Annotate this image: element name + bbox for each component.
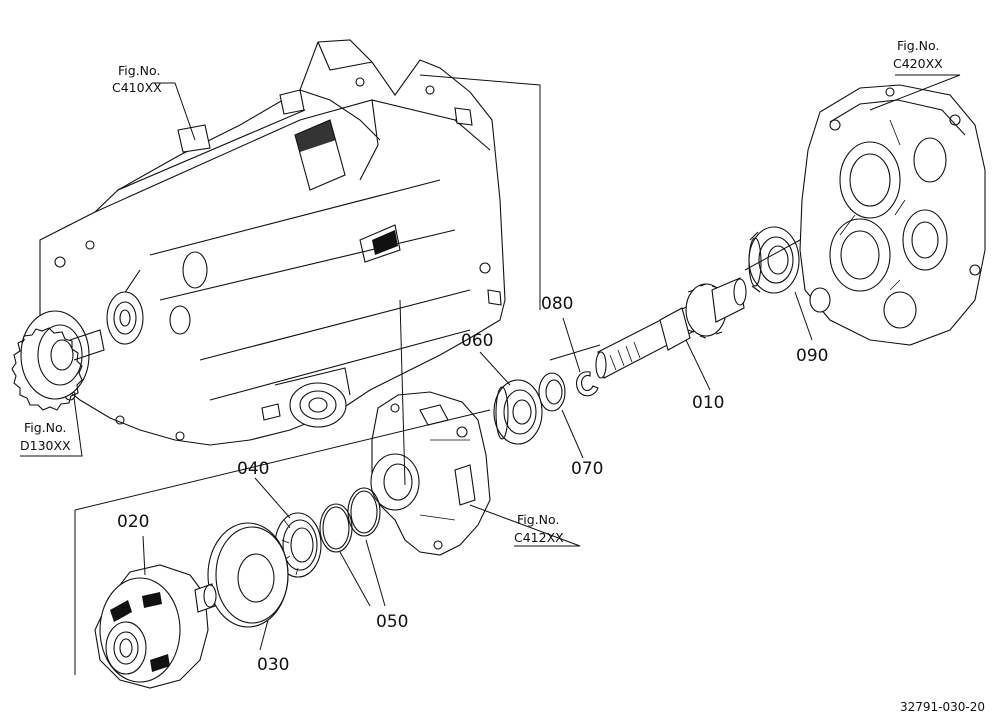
transmission-case-illustration — [39, 39, 506, 446]
part-label-050: 050 — [376, 612, 408, 632]
figure-reference-c412: Fig.No. C412XX — [514, 512, 564, 545]
gear-d130-illustration — [11, 310, 105, 411]
figure-reference-label: Fig.No. — [24, 420, 66, 435]
figure-reference-c410: Fig.No. C410XX — [112, 63, 162, 95]
figure-reference-code: C412XX — [514, 530, 564, 545]
bearing-060-illustration — [493, 379, 543, 445]
bearing-090-illustration — [748, 226, 800, 294]
clutch-assembly-020-illustration — [94, 564, 217, 689]
figure-reference-c420: Fig.No. C420XX — [893, 38, 943, 71]
drawing-code: 32791-030-20 — [900, 700, 985, 714]
circlip-080-illustration — [575, 371, 599, 397]
part-label-010: 010 — [692, 393, 724, 413]
shaft-010-illustration — [595, 277, 747, 379]
leader-lines — [20, 74, 961, 651]
plate-030-illustration — [207, 522, 289, 628]
figure-reference-code: C420XX — [893, 56, 943, 71]
figure-reference-label: Fig.No. — [517, 512, 559, 527]
bearing-cover-c420-illustration — [799, 84, 986, 346]
assembly-axis-lines — [74, 74, 801, 675]
part-labels: 010 020 030 040 050 060 070 080 090 — [117, 294, 828, 675]
part-label-080: 080 — [541, 294, 573, 314]
snap-rings-050-illustration — [319, 487, 381, 553]
part-label-030: 030 — [257, 655, 289, 675]
figure-reference-label: Fig.No. — [897, 38, 939, 53]
part-label-060: 060 — [461, 331, 493, 351]
collar-070-illustration — [538, 372, 566, 412]
part-label-070: 070 — [571, 459, 603, 479]
figure-reference-code: D130XX — [20, 438, 71, 453]
support-housing-c412-illustration — [370, 391, 491, 556]
part-label-090: 090 — [796, 346, 828, 366]
figure-reference-label: Fig.No. — [118, 63, 160, 78]
part-label-020: 020 — [117, 512, 149, 532]
figure-reference-code: C410XX — [112, 80, 162, 95]
part-label-040: 040 — [237, 459, 269, 479]
figure-reference-d130: Fig.No. D130XX — [20, 420, 71, 453]
